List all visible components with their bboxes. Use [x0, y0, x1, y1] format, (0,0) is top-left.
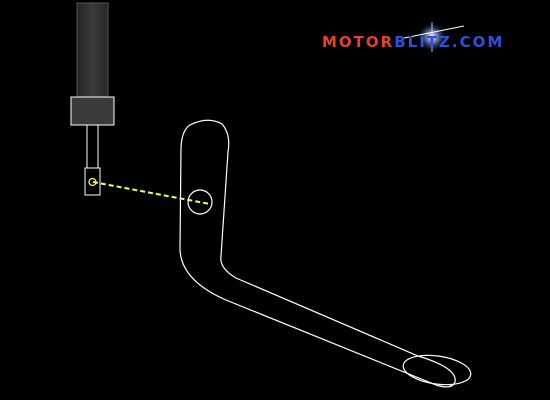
pedal-pad	[402, 354, 472, 386]
pedal-arm-outline	[179, 119, 456, 388]
logo-star-ray-h	[403, 25, 465, 39]
clevis	[84, 167, 101, 196]
push-rod	[86, 124, 99, 170]
actuator-shaft	[76, 2, 109, 99]
logo-text-motor: MOTOR	[322, 33, 394, 51]
actuator-assembly	[70, 2, 115, 196]
pedal-arm	[179, 119, 472, 388]
logo-text-com: .COM	[452, 33, 504, 51]
logo-text: MOTORBLITZ.COM	[322, 33, 504, 51]
linkage-line	[92, 181, 211, 205]
pivot-hole	[187, 189, 213, 215]
logo: MOTORBLITZ.COM	[322, 22, 504, 52]
logo-text-blitz: BLITZ	[394, 33, 452, 51]
actuator-collar	[70, 96, 115, 126]
